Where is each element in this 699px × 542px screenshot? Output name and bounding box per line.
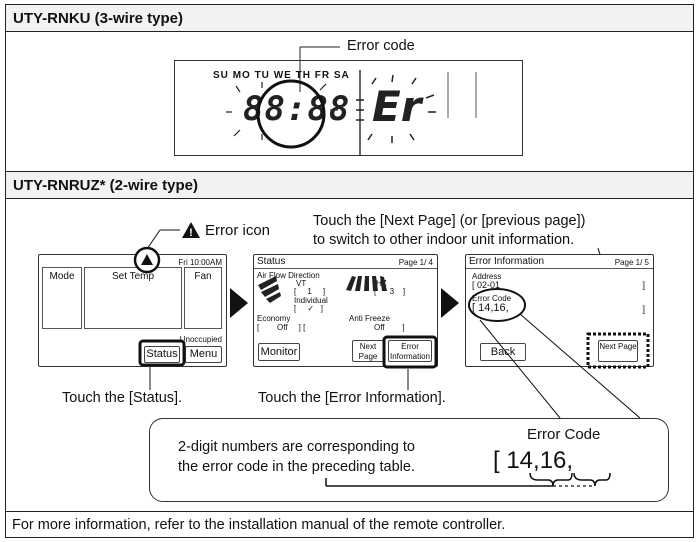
callout-box — [149, 418, 669, 502]
monitor-button[interactable]: Monitor — [258, 343, 300, 361]
section2-title: UTY-RNRUZ* (2-wire type) — [13, 177, 199, 194]
status-button[interactable]: Status — [144, 346, 180, 363]
unoccupied-label: Unoccupied — [179, 335, 222, 344]
lcd-digits: 88:88 — [243, 89, 351, 129]
outer-frame — [5, 4, 694, 538]
fan-label: Fan — [194, 271, 212, 282]
caption-touch-status: Touch the [Status]. — [62, 390, 183, 406]
day-su: SU — [213, 70, 229, 81]
status-title: Status — [257, 256, 286, 267]
individual-check: ✓ — [307, 304, 315, 313]
screen1-time: Fri 10:00AM — [178, 258, 222, 267]
section1-header: UTY-RNKU (3-wire type) — [6, 5, 693, 32]
error-code-label: Error code — [347, 38, 415, 54]
svg-text:!: ! — [189, 227, 193, 239]
error-code-bracket: ] — [642, 304, 645, 314]
day-sa: SA — [333, 70, 350, 81]
status-title-rule — [254, 268, 437, 269]
next-page-note: Touch the [Next Page] (or [previous page… — [313, 212, 585, 250]
day-tu: TU — [254, 70, 270, 81]
back-button[interactable]: Back — [480, 343, 526, 361]
callout-text: 2-digit numbers are corresponding to the… — [178, 437, 415, 477]
day-th: TH — [295, 70, 311, 81]
warning-icon — [141, 254, 153, 265]
divider-2 — [5, 511, 694, 512]
day-fr: FR — [314, 70, 331, 81]
economy-value: Off — [277, 323, 288, 332]
vt-label: VT — [296, 279, 307, 288]
individual-label: Individual — [294, 296, 328, 305]
hz-value: 3 — [389, 287, 395, 296]
lcd-display — [174, 60, 523, 156]
day-mo: MO — [232, 70, 251, 81]
fan-box[interactable]: Fan — [184, 267, 222, 329]
address-value: [ 02-01 — [472, 280, 501, 290]
set-temp-label: Set Temp — [111, 271, 155, 282]
status-page: Page 1/ 4 — [398, 258, 433, 267]
next-page-note-line2: to switch to other indoor unit informati… — [313, 232, 575, 248]
error-code-field-label: Error Code — [472, 294, 512, 303]
error-info-title: Error Information — [469, 256, 545, 267]
error-code-field-value: [ 14,16, — [472, 302, 509, 314]
section1-title: UTY-RNKU (3-wire type) — [13, 10, 184, 27]
set-temp-box[interactable]: Set Temp — [84, 267, 182, 329]
error-icon-label: Error icon — [205, 222, 271, 239]
vt-value: 1 — [307, 287, 312, 296]
day-we: WE — [273, 70, 292, 81]
divider-1 — [5, 171, 694, 172]
callout-line2: the error code in the preceding table. — [178, 459, 415, 475]
error-info-next-page-button[interactable]: Next Page — [598, 340, 638, 362]
callout-error-code-label: Error Code — [527, 426, 601, 443]
address-bracket: ] — [642, 280, 645, 290]
economy-label: Economy — [257, 314, 291, 323]
callout-line1: 2-digit numbers are corresponding to — [178, 439, 415, 455]
anti-freeze-label: Anti Freeze — [349, 314, 390, 323]
air-flow-label: Air Flow Direction — [257, 271, 320, 280]
error-information-button[interactable]: Error Information — [388, 340, 432, 362]
error-icon-triangle — [182, 222, 200, 238]
mode-label: Mode — [49, 271, 75, 282]
caption-touch-error-info: Touch the [Error Information]. — [258, 390, 446, 406]
anti-freeze-value: Off — [374, 323, 385, 332]
error-info-page: Page 1/ 5 — [614, 258, 649, 267]
footer-note: For more information, refer to the insta… — [12, 517, 506, 533]
next-page-note-line1: Touch the [Next Page] (or [previous page… — [313, 213, 586, 229]
mode-box[interactable]: Mode — [42, 267, 82, 329]
section2-header: UTY-RNRUZ* (2-wire type) — [6, 172, 693, 199]
lcd-error-text: Er — [372, 82, 422, 131]
address-label: Address — [472, 272, 502, 281]
remote-screen-main: Fri 10:00AM Mode Set Temp Fan Unoccupied… — [38, 254, 227, 367]
lcd-days: SU MO TU WE TH FR SA — [213, 70, 350, 81]
error-info-title-rule — [466, 268, 653, 269]
callout-error-code-value: [ 14,16, — [493, 447, 574, 474]
menu-button[interactable]: Menu — [185, 346, 222, 363]
remote-screen-status: Status Page 1/ 4 Air Flow Direction VT H… — [253, 254, 438, 367]
